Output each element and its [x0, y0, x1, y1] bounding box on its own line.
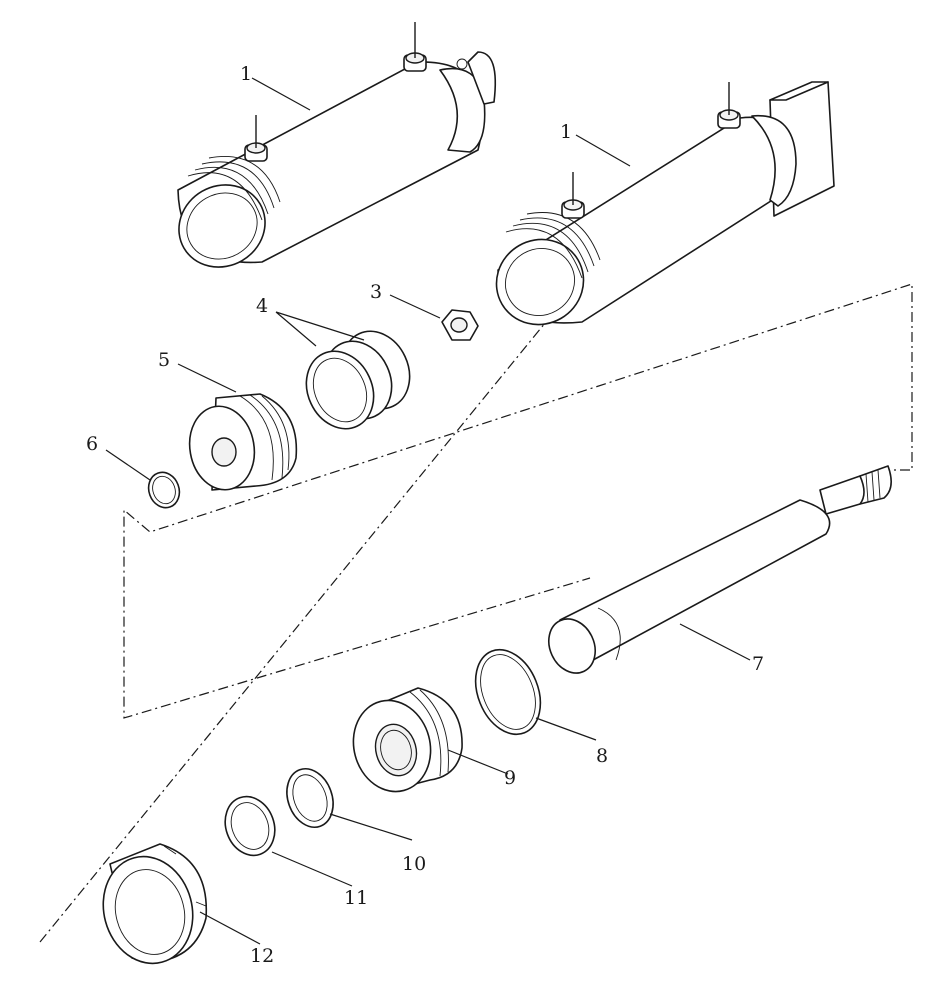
gland-nut: [102, 843, 208, 965]
callout-3: 3: [370, 281, 382, 303]
cylinder-barrel-lower: [495, 81, 835, 326]
callout-1-lower: 1: [560, 121, 572, 143]
callout-10: 10: [402, 853, 426, 875]
callout-7: 7: [752, 653, 764, 675]
assembly-axis: [39, 267, 591, 943]
connector-frame: [123, 283, 913, 719]
o-ring-small: [147, 471, 181, 509]
callout-1-upper: 1: [240, 63, 252, 85]
piston-seal-rings: [305, 330, 411, 430]
cylinder-barrel-upper: [177, 22, 497, 268]
piston-rod: [548, 465, 892, 674]
callout-8: 8: [596, 745, 608, 767]
piston: [188, 393, 298, 491]
callout-11: 11: [344, 887, 368, 909]
hex-nut: [441, 309, 479, 341]
callout-4: 4: [256, 295, 268, 317]
callout-5: 5: [158, 349, 170, 371]
backup-ring: [224, 795, 276, 857]
callout-6: 6: [86, 433, 98, 455]
rod-gland: [352, 687, 463, 793]
wiper-seal: [286, 768, 334, 828]
leader-lines: [105, 77, 751, 945]
o-ring-large: [474, 648, 542, 736]
callout-9: 9: [504, 767, 516, 789]
callout-12: 12: [250, 945, 274, 967]
